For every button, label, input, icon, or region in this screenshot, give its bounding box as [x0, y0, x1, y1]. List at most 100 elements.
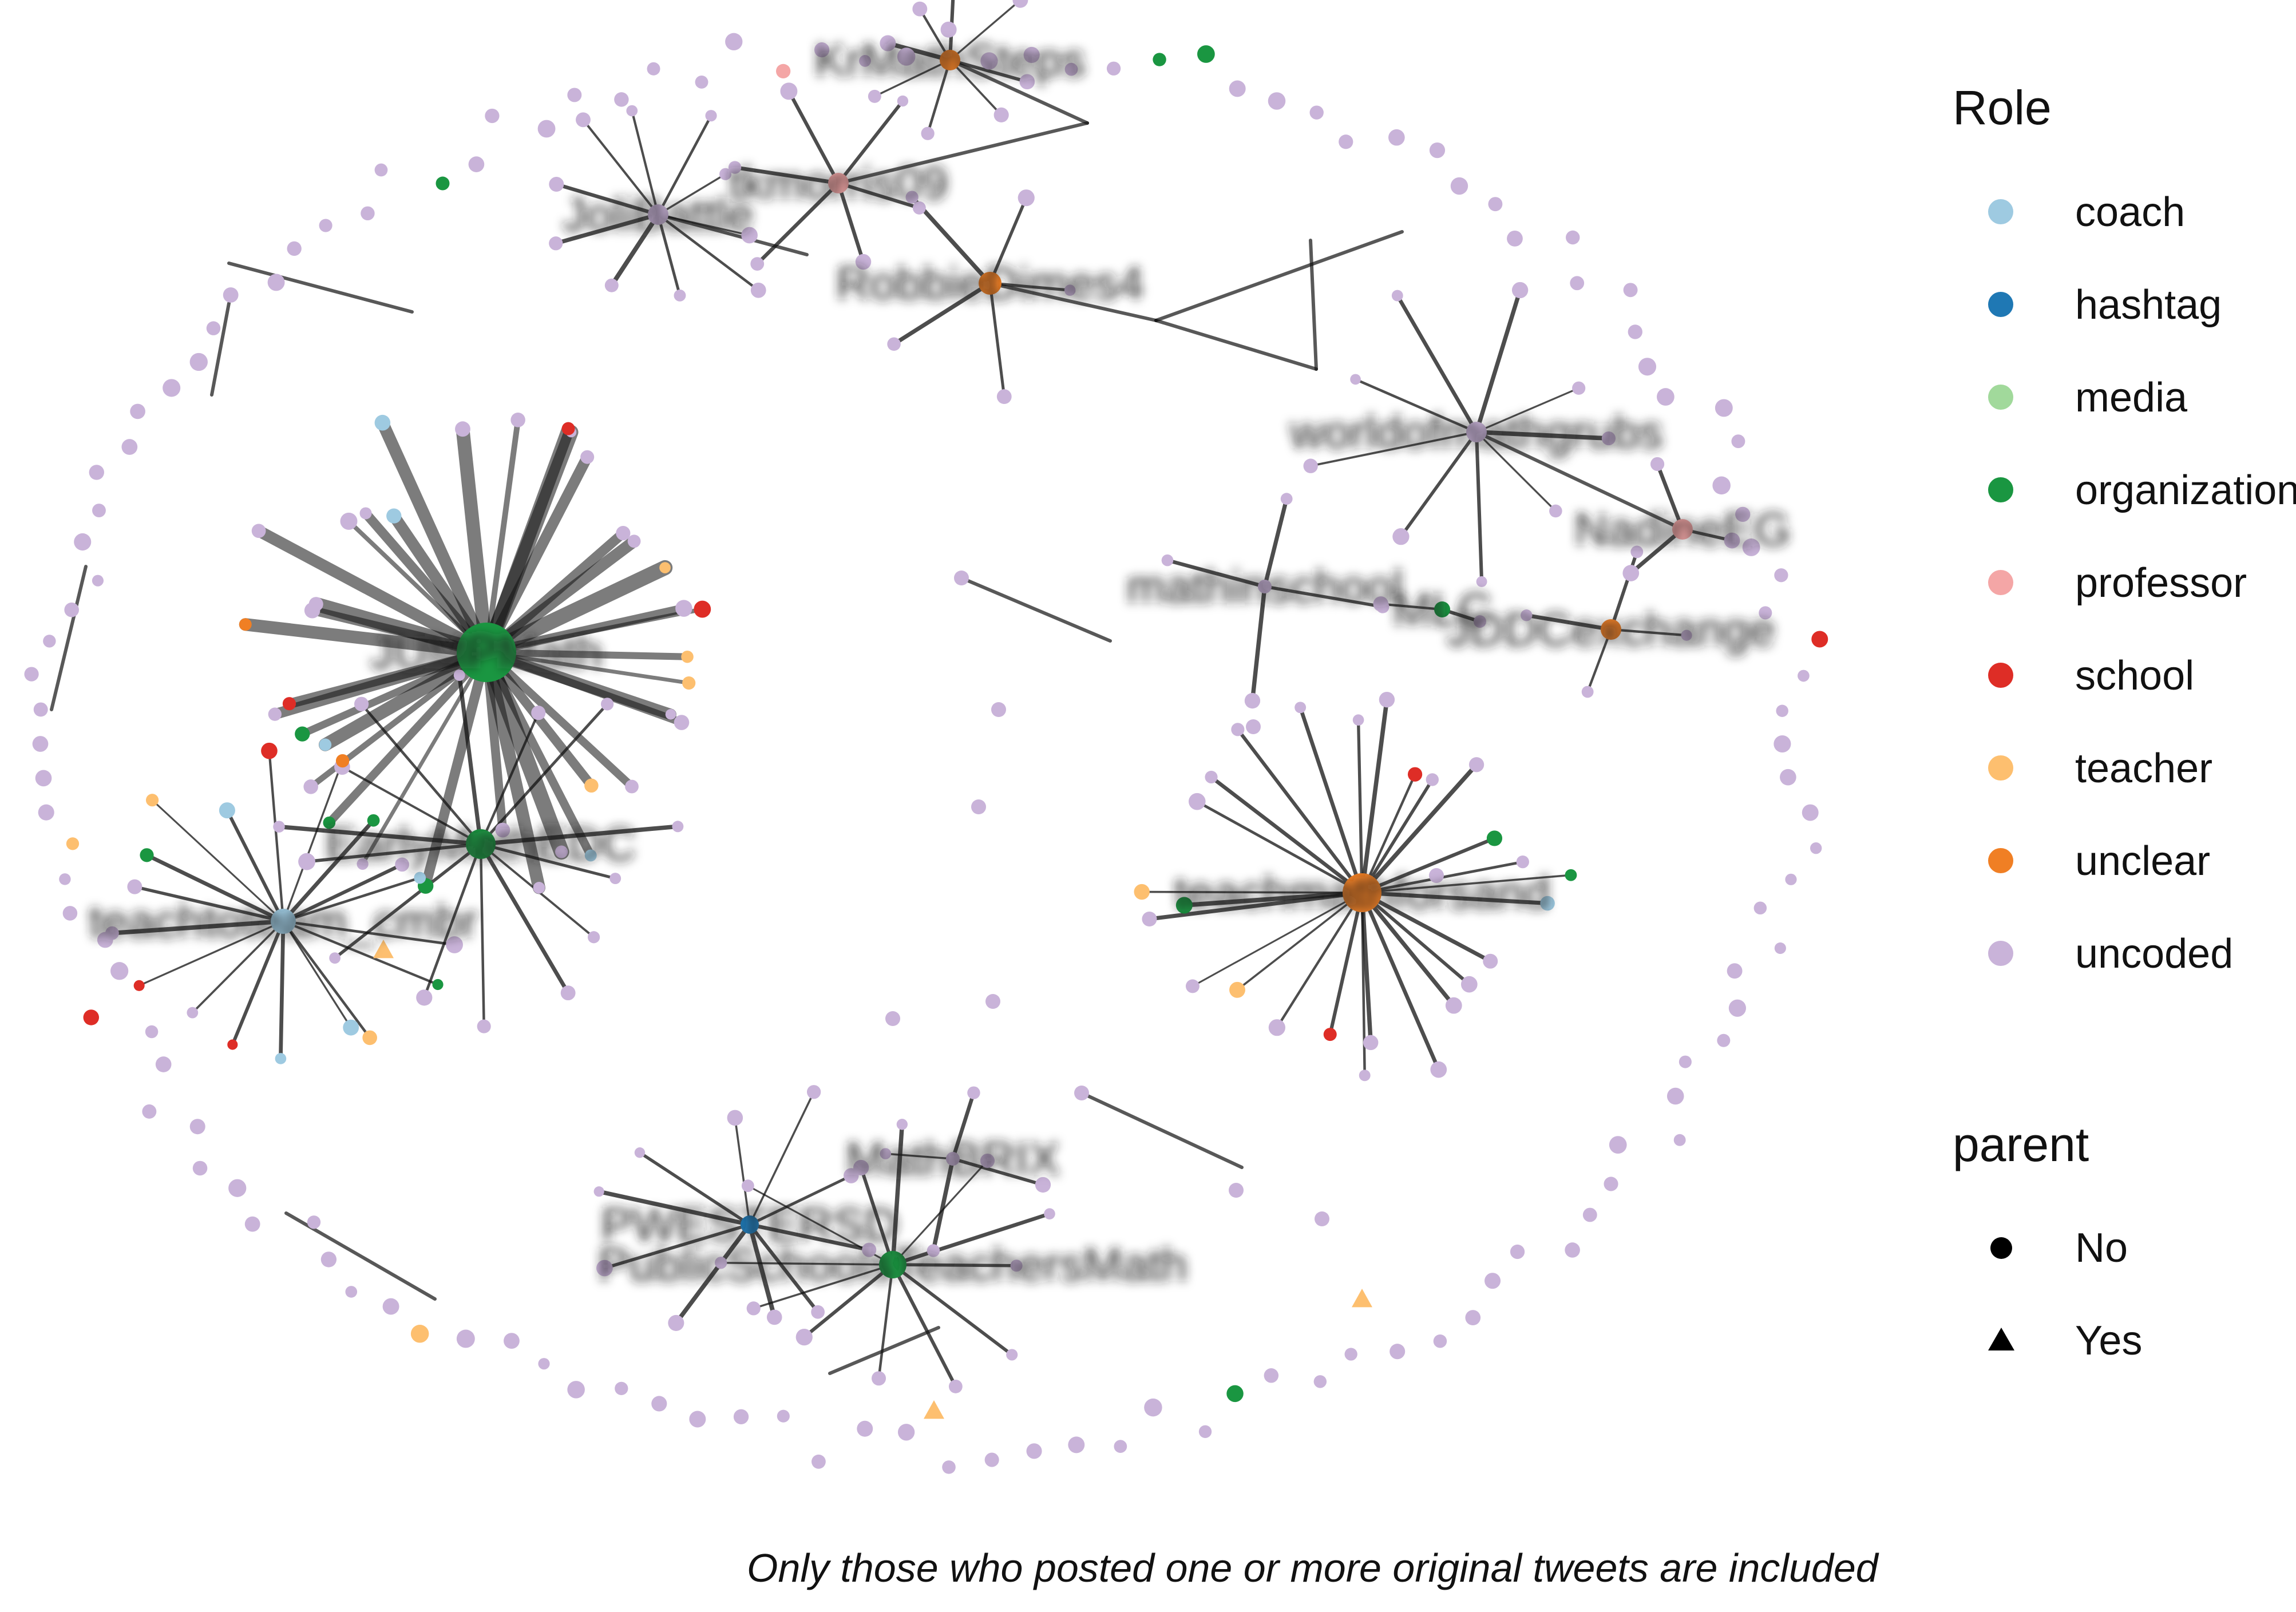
isolate-node-uncoded	[374, 163, 388, 177]
parent-yes-node	[373, 940, 394, 959]
edge	[596, 1189, 752, 1227]
edge	[837, 99, 905, 185]
isolate-node-uncoded	[43, 635, 56, 648]
leaf-node-uncoded	[1724, 532, 1740, 549]
leaf-node-uncoded	[1468, 757, 1485, 773]
isolate-node-uncoded	[59, 873, 71, 885]
node-layer	[24, 0, 1828, 1474]
leaf-node-uncoded	[1391, 290, 1403, 302]
leaf-node-organization	[140, 848, 154, 862]
isolate-node-uncoded	[1114, 1440, 1127, 1453]
edge	[748, 1174, 853, 1226]
leaf-node-uncoded	[912, 201, 926, 215]
isolate-node-uncoded	[1673, 1134, 1686, 1146]
edge	[1361, 874, 1572, 894]
edge	[1609, 628, 1688, 637]
leaf-node-school	[1407, 767, 1423, 782]
isolate-node-uncoded	[811, 1454, 826, 1469]
leaf-node-uncoded	[1188, 793, 1206, 810]
leaf-node-uncoded	[871, 1371, 886, 1386]
edge	[110, 919, 286, 936]
isolate-node-uncoded	[1198, 1425, 1212, 1438]
leaf-node-organization	[1486, 830, 1503, 846]
isolate-node-uncoded	[1727, 963, 1743, 979]
isolate-node-teacher	[410, 1325, 429, 1343]
isolate-node-uncoded	[1488, 197, 1503, 212]
leaf-node-coach	[1540, 896, 1555, 911]
isolate-node-uncoded	[64, 602, 79, 617]
isolate-node-uncoded	[1582, 1207, 1597, 1222]
edge	[456, 422, 493, 659]
isolate-node-uncoded	[1728, 999, 1747, 1017]
edge	[284, 647, 492, 709]
hub-label: JoliBattle	[563, 189, 754, 241]
leaf-node-uncoded	[980, 1153, 995, 1168]
edge	[361, 650, 489, 866]
leaf-node-uncoded	[948, 1379, 963, 1393]
isolate-node-uncoded	[89, 465, 104, 480]
isolate-node-uncoded	[971, 799, 986, 814]
edge	[1360, 697, 1390, 895]
leaf-node-uncoded	[665, 709, 676, 720]
leaf-node-uncoded	[555, 845, 568, 858]
leaf-node-uncoded	[455, 421, 470, 437]
edge	[891, 1263, 957, 1388]
leaf-node-unclear	[335, 754, 350, 768]
edge	[1395, 294, 1479, 434]
leaf-node-uncoded	[626, 105, 638, 117]
hub-label: teachmathforsand	[1174, 867, 1550, 919]
leaf-node-uncoded	[766, 1309, 782, 1325]
edge	[1141, 890, 1363, 894]
edge	[931, 1156, 955, 1253]
leaf-node-uncoded	[593, 1186, 604, 1197]
edge	[1629, 527, 1685, 575]
edge	[484, 607, 705, 655]
leaf-node-uncoded	[576, 112, 591, 128]
legend-label-uncoded: uncoded	[2075, 931, 2234, 977]
edge	[949, 0, 1022, 61]
isolate-node-uncoded	[885, 1011, 900, 1026]
leaf-node-uncoded	[905, 191, 919, 204]
hub-label: JDDCexchange	[1447, 604, 1775, 656]
isolate-node-uncoded	[1715, 399, 1733, 417]
isolate-node-uncoded	[192, 1161, 208, 1176]
parent-yes-node	[924, 1400, 944, 1419]
edge	[988, 282, 1006, 398]
edge	[282, 920, 456, 946]
isolate-node-uncoded	[1388, 129, 1405, 146]
isolate-node-uncoded	[615, 1381, 628, 1396]
edge	[484, 417, 521, 655]
leaf-node-uncoded	[1018, 189, 1035, 207]
isolate-node-uncoded	[92, 575, 104, 587]
edge	[609, 212, 660, 288]
hub-label: NadineEG	[1574, 504, 1791, 556]
leaf-node-uncoded	[746, 1301, 761, 1316]
leaf-node-uncoded	[1012, 0, 1028, 8]
leaf-node-uncoded	[625, 779, 639, 794]
edge	[1154, 230, 1404, 322]
isolate-node-uncoded	[984, 1452, 999, 1467]
edge	[1236, 727, 1364, 895]
isolate-node-uncoded	[1465, 1310, 1481, 1326]
leaf-node-uncoded	[446, 936, 463, 953]
edge	[733, 165, 841, 185]
edge	[1360, 773, 1416, 894]
isolate-node-uncoded	[1776, 704, 1788, 717]
edge	[988, 282, 1158, 322]
leaf-node-uncoded	[340, 512, 358, 530]
leaf-node-uncoded	[1650, 457, 1665, 472]
leaf-node-uncoded	[357, 858, 369, 870]
edge	[892, 1159, 989, 1266]
isolate-node-uncoded	[1390, 1344, 1406, 1360]
isolate-node-uncoded	[1429, 142, 1446, 159]
isolate-node-uncoded	[1638, 358, 1657, 376]
hub-node-organization	[1434, 601, 1450, 617]
leaf-node-uncoded	[868, 89, 881, 103]
isolate-node-uncoded	[244, 1216, 260, 1232]
edge	[837, 121, 1089, 185]
legend-swatch-teacher	[1988, 755, 2013, 781]
leaf-node-uncoded	[596, 1260, 613, 1277]
edge	[1298, 705, 1364, 895]
edge	[988, 282, 1072, 292]
isolate-node-uncoded	[38, 804, 54, 821]
